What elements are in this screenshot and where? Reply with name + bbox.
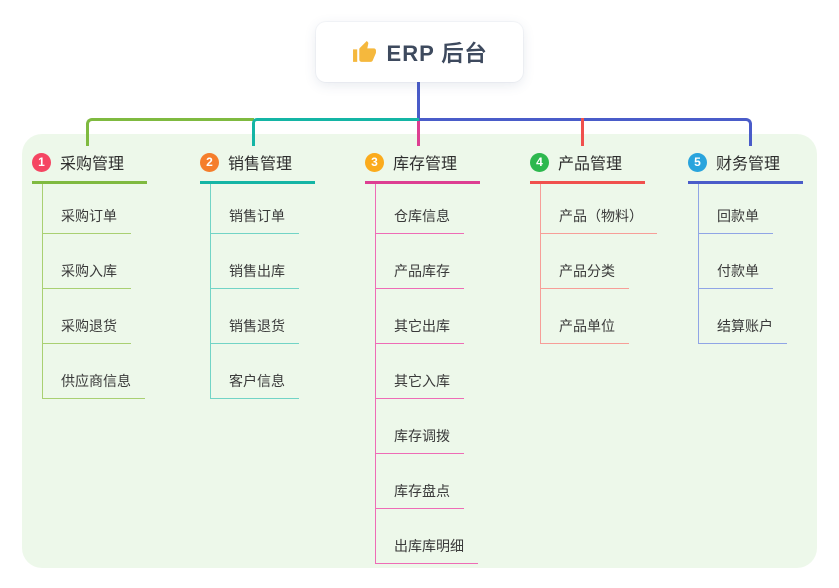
connector-elbow-finance [419,118,752,146]
mindmap-item[interactable]: 库存盘点 [376,454,464,509]
mindmap-item[interactable]: 采购入库 [43,234,131,289]
branch-label: 采购管理 [60,156,125,173]
branch-title[interactable]: 2 销售管理 [200,146,315,184]
mindmap-item[interactable]: 销售出库 [211,234,299,289]
branch-purchase: 1 采购管理采购订单采购入库采购退货供应商信息 [32,146,147,399]
branch-number-badge: 2 [200,152,219,172]
branch-number-badge: 3 [365,152,384,172]
branch-label: 产品管理 [558,156,623,173]
mindmap-item[interactable]: 仓库信息 [376,184,464,234]
branch-label: 库存管理 [393,156,458,173]
mindmap-item[interactable]: 库存调拨 [376,399,464,454]
branch-title[interactable]: 5 财务管理 [688,146,803,184]
thumbs-up-icon [352,40,377,65]
root-connector-line [417,82,420,120]
branch-label: 财务管理 [716,156,781,173]
mindmap-item[interactable]: 出库库明细 [376,509,478,564]
branch-items: 产品（物料）产品分类产品单位 [540,184,657,344]
branch-number-badge: 4 [530,152,549,172]
branch-sales: 2 销售管理销售订单销售出库销售退货客户信息 [200,146,315,399]
mindmap-item[interactable]: 产品（物料） [541,184,657,234]
branch-number-badge: 5 [688,152,707,172]
connector-drop-inventory [417,121,420,146]
mindmap-item[interactable]: 回款单 [699,184,773,234]
branch-items: 仓库信息产品库存其它出库其它入库库存调拨库存盘点出库库明细 [375,184,478,564]
branch-title[interactable]: 1 采购管理 [32,146,147,184]
mindmap-item[interactable]: 客户信息 [211,344,299,399]
mindmap-item[interactable]: 产品分类 [541,234,629,289]
branch-label: 销售管理 [228,156,293,173]
root-node[interactable]: ERP 后台 [316,22,523,82]
branch-items: 采购订单采购入库采购退货供应商信息 [42,184,145,399]
branch-title[interactable]: 3 库存管理 [365,146,480,184]
mindmap-item[interactable]: 采购订单 [43,184,131,234]
branch-inventory: 3 库存管理仓库信息产品库存其它出库其它入库库存调拨库存盘点出库库明细 [365,146,480,564]
mindmap-item[interactable]: 采购退货 [43,289,131,344]
connector-elbow-purchase [86,118,254,146]
connector-elbow-sales [252,118,419,146]
mindmap-item[interactable]: 供应商信息 [43,344,145,399]
branch-finance: 5 财务管理回款单付款单结算账户 [688,146,803,344]
mindmap-item[interactable]: 其它入库 [376,344,464,399]
mindmap-item[interactable]: 产品库存 [376,234,464,289]
mindmap-item[interactable]: 产品单位 [541,289,629,344]
branch-title[interactable]: 4 产品管理 [530,146,645,184]
mindmap-item[interactable]: 销售订单 [211,184,299,234]
mindmap-item[interactable]: 结算账户 [699,289,787,344]
branch-product: 4 产品管理产品（物料）产品分类产品单位 [530,146,657,344]
mindmap-panel [22,134,817,568]
mindmap-item[interactable]: 销售退货 [211,289,299,344]
branch-number-badge: 1 [32,152,51,172]
root-title: ERP 后台 [386,41,488,66]
mindmap-item[interactable]: 其它出库 [376,289,464,344]
branch-items: 销售订单销售出库销售退货客户信息 [210,184,299,399]
mindmap-item[interactable]: 付款单 [699,234,773,289]
connector-drop-product [581,118,584,146]
branch-items: 回款单付款单结算账户 [698,184,787,344]
